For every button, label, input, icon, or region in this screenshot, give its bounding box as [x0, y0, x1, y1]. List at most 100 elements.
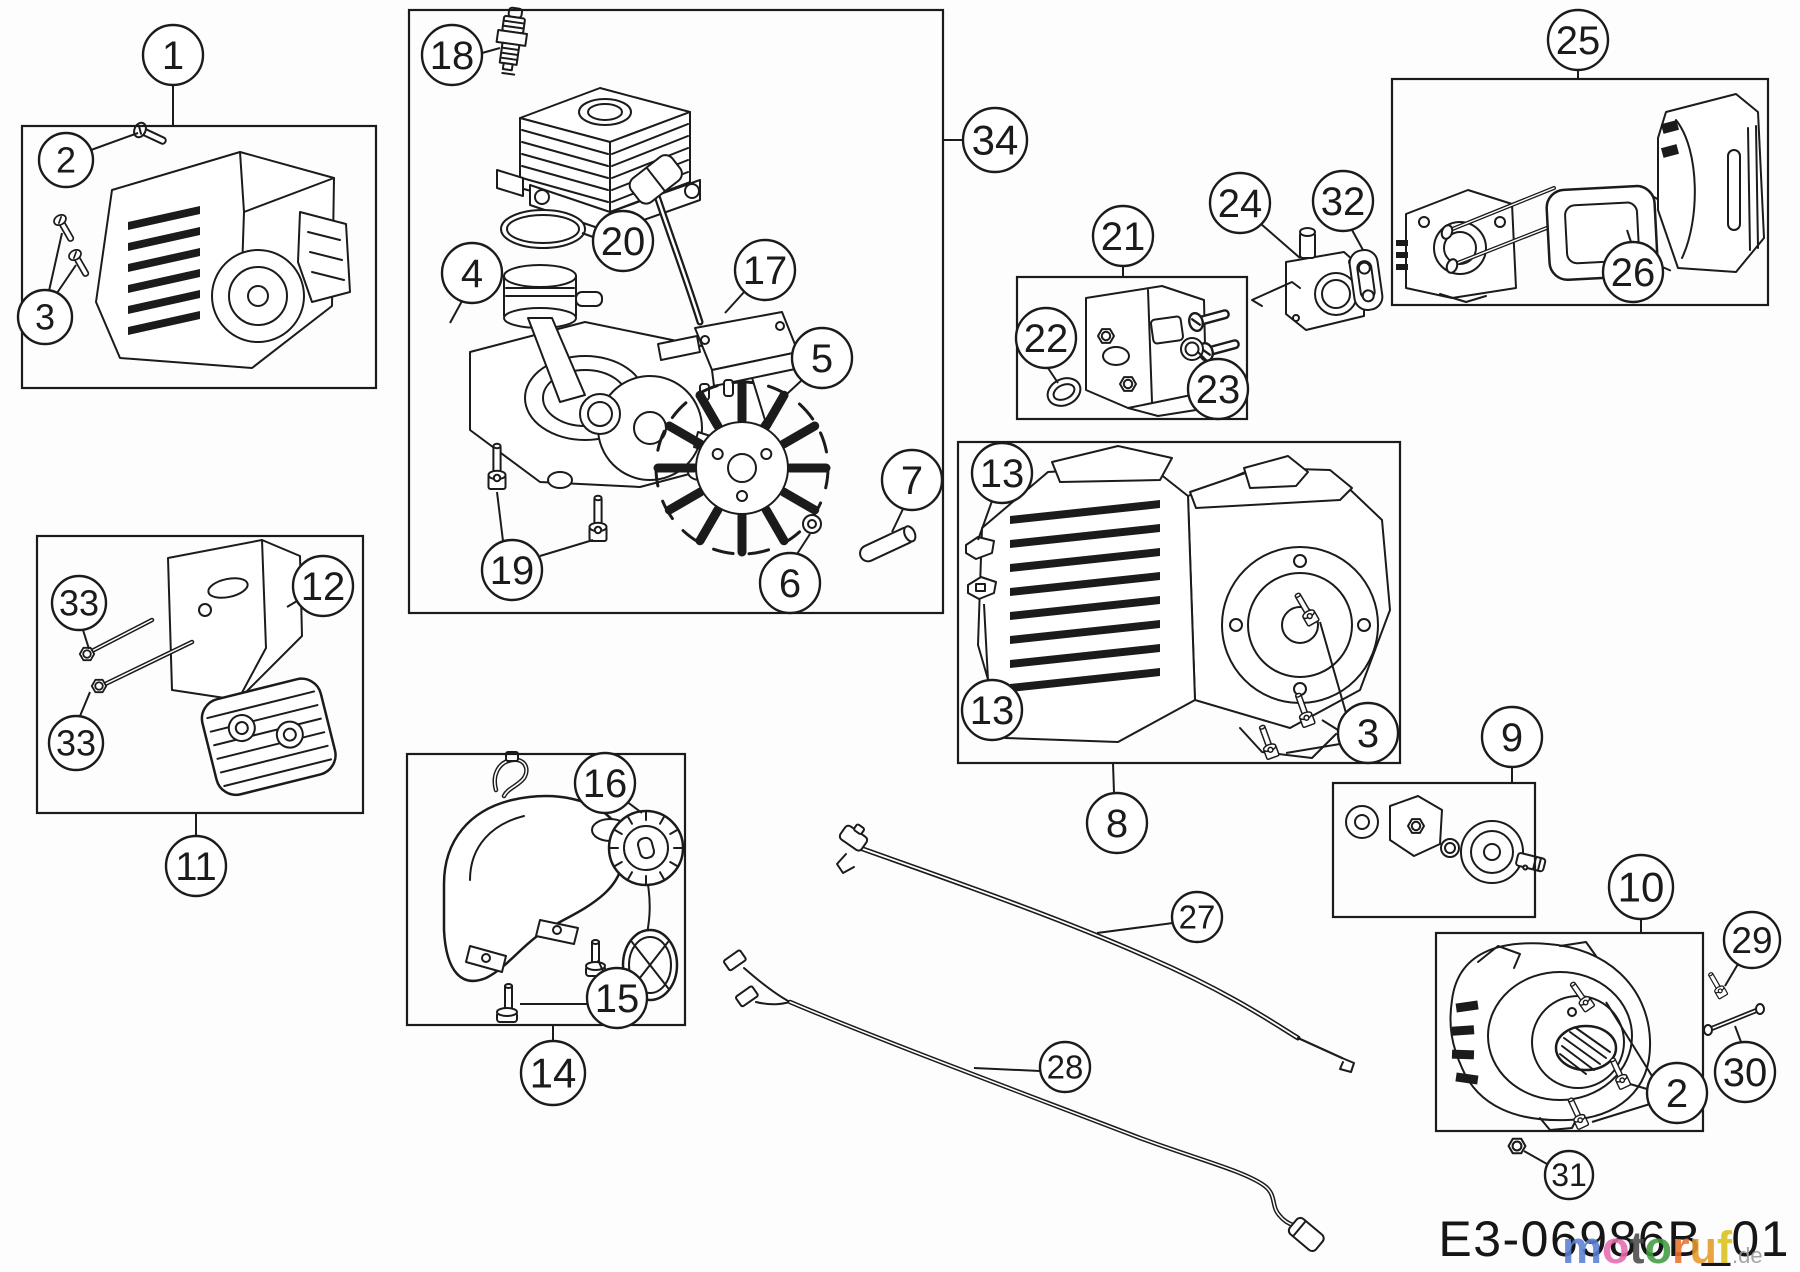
callout-8: 8 [1085, 791, 1149, 855]
callout-21-number: 21 [1101, 215, 1146, 259]
callout-23-circle [1186, 357, 1250, 421]
box-clutch-group [1331, 781, 1537, 919]
callout-23-number: 23 [1196, 368, 1241, 412]
callout-3-starter-number: 3 [35, 297, 55, 338]
callout-2-starter-circle [37, 131, 95, 189]
leader-callout-6 [796, 533, 811, 555]
box-air-filter-group [1390, 77, 1770, 307]
callout-20-circle [591, 209, 655, 273]
leader-callout-31 [1523, 1150, 1548, 1165]
callout-22-circle [1014, 306, 1078, 370]
callout-17-number: 17 [743, 249, 788, 293]
leader-callout-33-bottom [79, 691, 91, 717]
callout-8-number: 8 [1106, 802, 1128, 846]
callout-3-engine-circle [1336, 701, 1400, 765]
callout-27-circle [1170, 890, 1224, 944]
leader-callout-17 [724, 290, 746, 314]
callout-13-bottom: 13 [960, 678, 1024, 742]
part-exhaust-bracket [167, 539, 303, 701]
callout-4: 4 [440, 241, 504, 305]
leader-callout-19 [539, 539, 594, 557]
callout-18: 18 [420, 23, 484, 87]
callout-33-bottom-number: 33 [56, 723, 96, 764]
callout-29: 29 [1722, 910, 1782, 970]
callout-18-circle [420, 23, 484, 87]
callout-19: 19 [480, 538, 544, 602]
callout-2-starter-number: 2 [56, 140, 76, 181]
callout-9: 9 [1480, 705, 1544, 769]
callout-12-number: 12 [301, 565, 346, 609]
callout-30: 30 [1713, 1040, 1777, 1104]
callout-31-number: 31 [1551, 1157, 1587, 1193]
callout-5-circle [790, 326, 854, 390]
part-tank-screws [496, 939, 606, 1023]
box-cylinder-crankcase-group [407, 8, 945, 615]
leader-callout-2-cover [1605, 1001, 1653, 1077]
callout-32-circle [1311, 169, 1375, 233]
callout-9-circle [1480, 705, 1544, 769]
callout-23: 23 [1186, 357, 1250, 421]
callout-14-number: 14 [530, 1050, 577, 1097]
callout-12: 12 [291, 554, 355, 618]
leader-callout-19 [496, 491, 504, 542]
leader-callout-27 [1096, 922, 1174, 934]
callout-5: 5 [790, 326, 854, 390]
leader-callout-3-starter [48, 232, 63, 292]
leader-callout-3-starter [56, 264, 77, 294]
part-spark-plug [495, 6, 528, 76]
part-code-label: E3-06986B_01 [1438, 1211, 1790, 1267]
callout-15-circle [585, 966, 649, 1030]
callout-14: 14 [519, 1039, 587, 1107]
part-engine-assembly [965, 445, 1391, 761]
part-stop-switch-wire [723, 949, 1325, 1253]
callout-26: 26 [1601, 240, 1665, 304]
box-clutch-cover-group [1434, 931, 1705, 1133]
callout-30-number: 30 [1723, 1051, 1768, 1095]
part-flywheel [653, 379, 831, 557]
leader-callout-2-cover [1591, 1103, 1651, 1123]
leader-callout-26 [1626, 229, 1632, 243]
box-fuel-tank-group [405, 752, 687, 1027]
callout-22-number: 22 [1024, 317, 1069, 361]
callout-16-number: 16 [583, 762, 628, 806]
callout-20: 20 [591, 209, 655, 273]
callout-29-number: 29 [1731, 920, 1772, 961]
callout-21: 21 [1091, 204, 1155, 268]
callout-7-number: 7 [901, 459, 923, 503]
part-clutch-cover [1449, 941, 1652, 1131]
leader-callout-2-starter [90, 132, 139, 151]
callout-13-top-circle [970, 441, 1034, 505]
callout-13-bottom-number: 13 [970, 689, 1015, 733]
callout-5-number: 5 [811, 337, 833, 381]
callout-8-circle [1085, 791, 1149, 855]
callout-16: 16 [573, 751, 637, 815]
part-intake-bracket [1085, 285, 1242, 417]
callout-2-cover: 2 [1645, 1061, 1709, 1125]
leader-callout-2-cover [1629, 1083, 1648, 1090]
callout-14-circle [519, 1039, 587, 1107]
screw-cover-left-1 [51, 211, 79, 245]
callout-3-starter: 3 [16, 288, 74, 346]
callout-11-number: 11 [175, 845, 217, 889]
leader-callout-13-bottom [983, 603, 989, 681]
leader-callout-23 [1197, 351, 1208, 362]
callout-31: 31 [1543, 1149, 1595, 1201]
callout-13-top: 13 [970, 441, 1034, 505]
callout-33-bottom-circle [47, 714, 105, 772]
callout-16-circle [573, 751, 637, 815]
callout-3-engine-number: 3 [1357, 712, 1379, 756]
box-engine-assembly-group [956, 440, 1402, 765]
box-starter-cover-group [20, 124, 378, 390]
leader-callout-18 [481, 47, 501, 54]
callout-6-circle [758, 551, 822, 615]
leader-callout-3-engine [1285, 743, 1341, 754]
leader-callout-13-top [977, 500, 993, 541]
callout-21-circle [1091, 204, 1155, 268]
callout-29-circle [1722, 910, 1782, 970]
callout-32: 32 [1311, 169, 1375, 233]
callout-27-number: 27 [1179, 899, 1216, 936]
leader-callout-3-engine [1321, 719, 1339, 731]
callout-17: 17 [733, 238, 797, 302]
callout-20-number: 20 [601, 220, 646, 264]
